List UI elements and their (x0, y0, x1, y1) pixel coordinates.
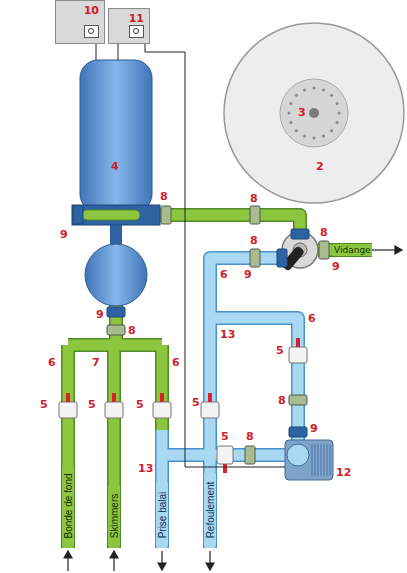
callout-number: 10 (84, 4, 99, 17)
callout-number: 6 (172, 356, 180, 369)
callout-number: 9 (332, 260, 340, 273)
callout-number: 8 (278, 394, 286, 407)
callout-number: 6 (308, 312, 316, 325)
callout-number: 8 (250, 192, 258, 205)
pipe-band: Prise balai (155, 483, 169, 546)
pipe-label: Prise balai (157, 491, 168, 538)
callout-number: 8 (250, 234, 258, 247)
callout-number: 3 (298, 106, 306, 119)
pipe-band: Refoulement (203, 473, 217, 546)
electric-wires (96, 44, 285, 467)
pipe-band: Bonde de fond (61, 465, 75, 546)
callout-number: 5 (40, 398, 48, 411)
callout-number: 5 (88, 398, 96, 411)
callout-number: 11 (129, 12, 144, 25)
callout-number: 6 (220, 268, 228, 281)
callout-number: 5 (276, 344, 284, 357)
pump (285, 440, 333, 480)
switch-knob (88, 28, 94, 34)
switch-knob (133, 28, 139, 34)
callout-number: 12 (336, 466, 351, 479)
callout-number: 6 (48, 356, 56, 369)
callout-number: 2 (316, 160, 324, 173)
flow-arrows (64, 246, 402, 571)
pipe-label: Refoulement (205, 481, 216, 538)
control-box: 11 (108, 8, 150, 44)
fittings (59, 206, 329, 473)
callout-number: 9 (96, 308, 104, 321)
switch-icon (84, 25, 99, 38)
callout-number: 13 (220, 328, 235, 341)
callout-number: 9 (310, 422, 318, 435)
callout-number: 8 (128, 324, 136, 337)
callout-number: 13 (138, 462, 153, 475)
callout-number: 9 (60, 228, 68, 241)
outlet-label: Vidange (333, 244, 372, 256)
pipe-label: Skimmers (109, 494, 120, 538)
callout-number: 5 (136, 398, 144, 411)
control-box: 10 (55, 0, 105, 44)
callout-number: 8 (246, 430, 254, 443)
callout-number: 5 (192, 396, 200, 409)
callout-number: 8 (320, 226, 328, 239)
pipe-band: Skimmers (107, 486, 121, 546)
filter-tank (72, 60, 160, 306)
callout-number: 5 (221, 430, 229, 443)
callout-number: 8 (160, 190, 168, 203)
pipes (68, 215, 372, 548)
callout-number: 9 (244, 268, 252, 281)
callout-number: 4 (111, 160, 119, 173)
pool-disc (224, 23, 404, 203)
switch-icon (129, 25, 144, 38)
callout-number: 7 (92, 356, 100, 369)
pipe-label: Bonde de fond (63, 473, 74, 538)
